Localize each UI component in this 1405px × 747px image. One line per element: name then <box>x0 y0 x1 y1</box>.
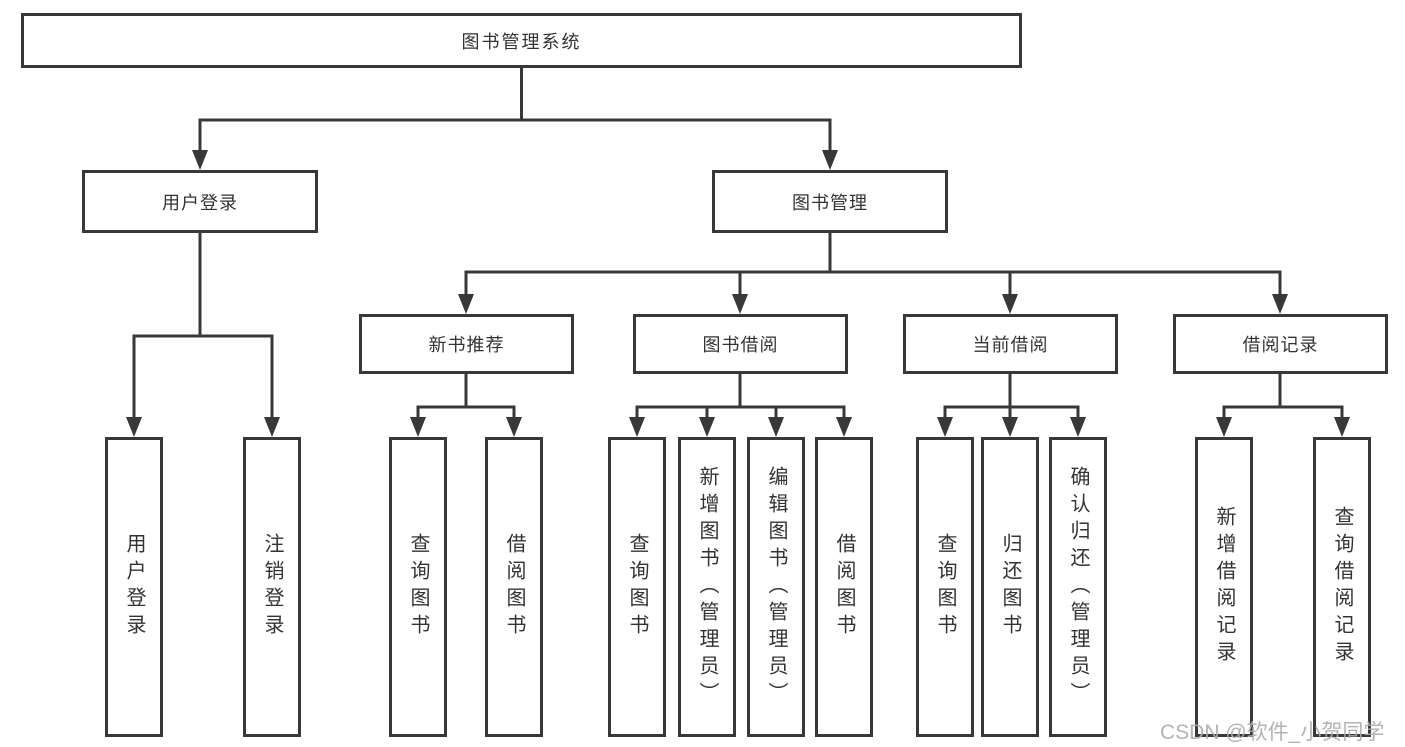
leaf-logout: 注销登录 <box>243 437 301 737</box>
arrowhead <box>1216 417 1232 437</box>
node-borrowing-records: 借阅记录 <box>1173 314 1388 374</box>
leaf-query-books-borrowing: 查询图书 <box>608 437 666 737</box>
connector-current-to-leaves <box>943 374 1080 420</box>
leaf-add-borrow-record: 新增借阅记录 <box>1195 437 1253 737</box>
leaf-user-login: 用户登录 <box>105 437 163 737</box>
connector-root-to-level2 <box>198 68 832 153</box>
arrowhead <box>410 417 426 437</box>
leaf-borrow-books-recommend: 借阅图书 <box>485 437 543 737</box>
connector-newbook-to-leaves <box>416 374 516 420</box>
arrowhead <box>264 417 280 437</box>
node-current-borrowing: 当前借阅 <box>903 314 1118 374</box>
connector-records-to-leaves <box>1222 374 1344 420</box>
node-root-system: 图书管理系统 <box>21 13 1022 68</box>
node-book-borrowing: 图书借阅 <box>633 314 848 374</box>
arrowhead <box>836 417 852 437</box>
arrowhead <box>732 294 748 314</box>
arrowhead <box>192 150 208 170</box>
arrowhead <box>699 417 715 437</box>
arrowhead <box>506 417 522 437</box>
arrowheads <box>126 150 1350 437</box>
arrowhead <box>458 294 474 314</box>
arrowhead <box>126 417 142 437</box>
arrowhead <box>629 417 645 437</box>
node-user-login-group: 用户登录 <box>82 170 318 233</box>
arrowhead <box>1002 417 1018 437</box>
leaf-borrow-books-borrowing: 借阅图书 <box>815 437 873 737</box>
arrowhead <box>1334 417 1350 437</box>
connector-bookmgmt-to-level3 <box>464 233 1282 297</box>
arrowhead <box>1070 417 1086 437</box>
arrowhead <box>768 417 784 437</box>
node-book-management: 图书管理 <box>712 170 948 233</box>
connector-userlogin-to-leaves <box>132 233 274 420</box>
leaf-query-books-current: 查询图书 <box>916 437 974 737</box>
arrowhead <box>822 150 838 170</box>
leaf-edit-books-admin: 编辑图书（管理员） <box>747 437 805 737</box>
arrowhead <box>1002 294 1018 314</box>
leaf-return-books: 归还图书 <box>981 437 1039 737</box>
arrowhead <box>937 417 953 437</box>
leaf-add-books-admin: 新增图书（管理员） <box>678 437 736 737</box>
leaf-query-books-recommend: 查询图书 <box>389 437 447 737</box>
connector-borrowing-to-leaves <box>635 374 846 420</box>
node-new-book-recommend: 新书推荐 <box>359 314 574 374</box>
leaf-query-borrow-record: 查询借阅记录 <box>1313 437 1371 737</box>
csdn-watermark: CSDN @软件_小贺同学 <box>1160 721 1385 744</box>
leaf-confirm-return-admin: 确认归还（管理员） <box>1049 437 1107 737</box>
arrowhead <box>1272 294 1288 314</box>
